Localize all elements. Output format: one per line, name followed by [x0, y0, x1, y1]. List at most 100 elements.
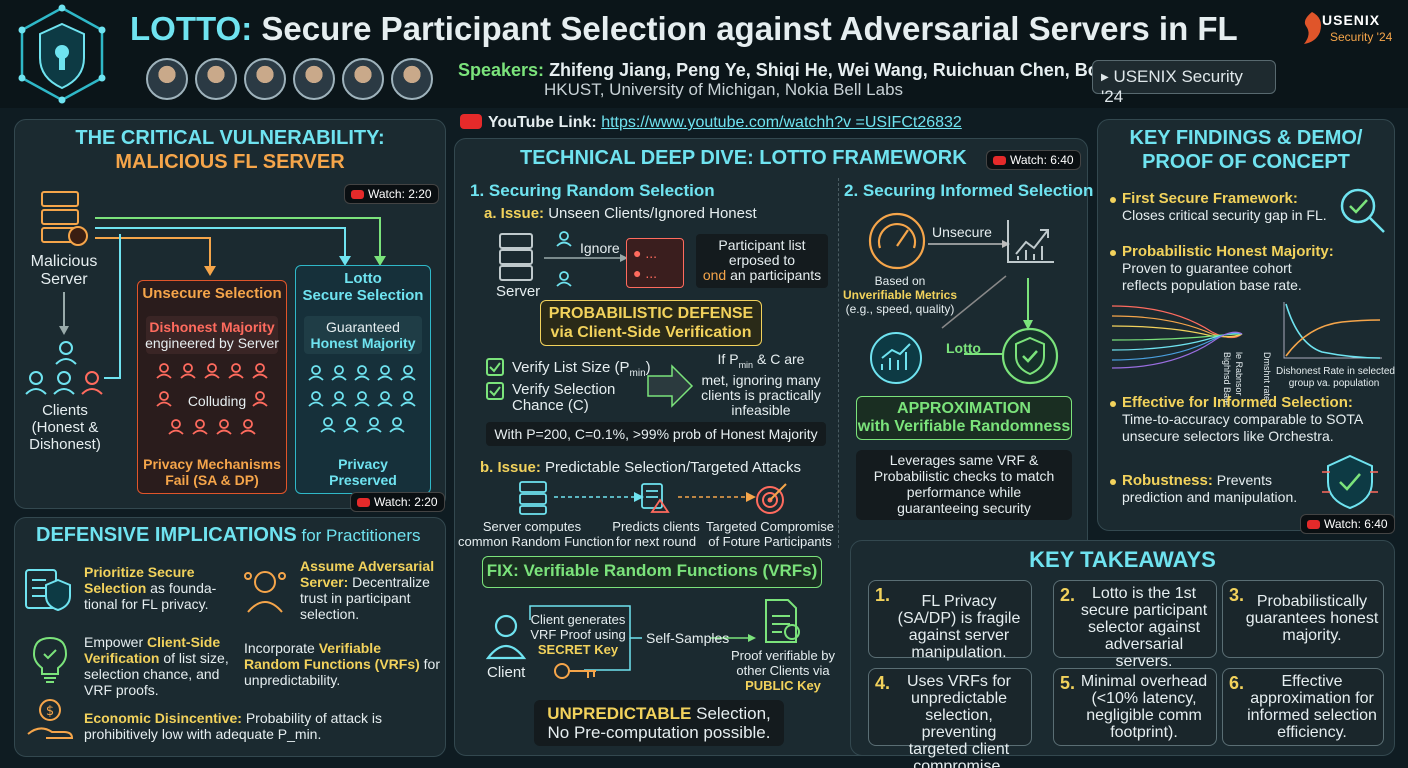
- clients-icon: [25, 341, 103, 395]
- avatar: [195, 58, 237, 100]
- unpredictable-text: UNPREDICTABLE Selection, No Pre-computat…: [547, 704, 771, 742]
- honest-clients-icon: [308, 365, 416, 433]
- predict-icon: [641, 483, 670, 513]
- vrf-flow-arrows: [529, 605, 756, 671]
- ignore-flow-icon: [544, 231, 628, 287]
- avatar: [293, 58, 335, 100]
- arrow-right-icon: [647, 364, 694, 408]
- defensive-panel: [14, 517, 446, 757]
- findings-title: KEY FINDINGS & DEMO/PROOF OF CONCEPT: [1129, 127, 1363, 173]
- takeaways-title: KEY TAKEAWAYS: [1029, 547, 1216, 572]
- server-icon: [499, 233, 533, 281]
- server-icon: [41, 191, 88, 246]
- implication-1: Prioritize Secure Selection as founda- t…: [84, 564, 217, 612]
- finding-1: First Secure Framework:Closes critical s…: [1110, 190, 1327, 223]
- chart-circle-icon: [870, 332, 922, 384]
- venue-button[interactable]: ▶ USENIX Security '24: [1092, 60, 1276, 106]
- checkbox-icon: [486, 382, 504, 400]
- svg-text:$: $: [46, 704, 54, 719]
- gauge-icon: [868, 212, 926, 270]
- verify-list-size: Verify List Size (Pmin): [512, 359, 651, 379]
- speakers: Speakers: Zhifeng Jiang, Peng Ye, Shiqi …: [458, 60, 1120, 80]
- section-1-heading: 1. Securing Random Selection: [470, 181, 715, 200]
- youtube-icon: [460, 114, 482, 129]
- leverages-box: [856, 450, 1072, 520]
- honest-majority-badge: [304, 316, 422, 354]
- takeaway-card: 1.FL Privacy (SA/DP) is fragile against …: [868, 580, 1032, 661]
- convergence-chart: [1112, 302, 1382, 369]
- fix-vrf-box: [482, 556, 822, 588]
- deep-dive-title: TECHNICAL DEEP DIVE: LOTTO FRAMEWORK: [520, 147, 967, 169]
- client-icon: [485, 614, 527, 660]
- target-icon: [756, 483, 787, 514]
- implication-5: Economic Disincentive: Probability of at…: [84, 710, 382, 742]
- ignore-label: Ignore: [580, 240, 620, 256]
- fix-vrf-text: FIX: Verifiable Random Functions (VRFs): [486, 561, 818, 580]
- magnifier-check-icon: [1340, 188, 1385, 233]
- server-label: Server: [496, 283, 541, 300]
- usenix-logo-bottom: Security '24: [1330, 30, 1393, 44]
- finding-3: Effective for Informed Selection:Time-to…: [1109, 394, 1364, 444]
- probability-box: [486, 422, 826, 446]
- chart-growth-icon: [1007, 220, 1054, 263]
- takeaway-card: 4.Uses VRFs for unpredictable selection,…: [868, 668, 1032, 768]
- avatar: [146, 58, 188, 100]
- implication-3: Empower Client-Side Verification of list…: [84, 634, 229, 698]
- hacker-icon: [244, 571, 286, 613]
- client-label: Client: [487, 664, 526, 681]
- leverages-text: Leverages same VRF &Probabilistic checks…: [873, 452, 1055, 516]
- verified-document-icon: [765, 599, 800, 643]
- finding-2: Probabilistic Honest Majority:Proven to …: [1110, 243, 1334, 293]
- usenix-logo-top: USENIX: [1322, 12, 1381, 28]
- unsecure-selection-title: Unsecure Selection: [142, 285, 282, 302]
- participant-list-box: [696, 234, 828, 288]
- page-title: LOTTO: Secure Participant Selection agai…: [130, 10, 1238, 47]
- chart-y-label-2: le Rabnsor: [1234, 352, 1244, 396]
- youtube-url-link[interactable]: https://www.youtube.com/watchh?v =USIFCt…: [601, 114, 962, 131]
- implication-4: Incorporate Verifiable Random Functions …: [244, 640, 441, 688]
- takeaway-card: 6.Effective approximation for informed s…: [1222, 668, 1384, 746]
- watch-button[interactable]: Watch: 6:40: [986, 150, 1081, 170]
- unpredictable-box: [534, 700, 784, 746]
- colluding-clients-icon: [156, 363, 268, 435]
- takeaway-card: 3.Probabilistically guarantees honest ma…: [1222, 580, 1384, 658]
- takeaway-card: 2.Lotto is the 1st secure participant se…: [1053, 580, 1217, 670]
- money-hand-icon: $: [27, 699, 74, 739]
- self-samples-label: Self-Samples: [646, 630, 730, 646]
- play-icon: ▶: [1101, 72, 1109, 83]
- watch-button[interactable]: Watch: 2:20: [350, 492, 445, 512]
- avatar: [342, 58, 384, 100]
- issue-a: a. Issue: Unseen Clients/Ignored Honest: [484, 205, 757, 222]
- probability-text: With P=200, C=0.1%, >99% prob of Honest …: [494, 426, 818, 442]
- lotto-selection-box: [295, 265, 431, 494]
- watch-button[interactable]: Watch: 6:40: [1300, 514, 1395, 534]
- lightbulb-shield-icon: [32, 636, 68, 683]
- clients-label: Clients(Honest &Dishonest): [29, 402, 101, 453]
- server-icon: [519, 481, 547, 515]
- colluding-label: Colluding: [187, 393, 247, 409]
- defensive-title: DEFENSIVE IMPLICATIONS for Practitioners: [36, 524, 421, 546]
- vulnerability-title: THE CRITICAL VULNERABILITY:MALICIOUS FL …: [75, 127, 385, 173]
- watch-button[interactable]: Watch: 2:20: [344, 184, 439, 204]
- finding-4: Robustness: Prevents prediction and mani…: [1109, 472, 1298, 505]
- approximation-box: [856, 396, 1072, 440]
- unsecure-selection-box: [137, 280, 287, 494]
- section-2-heading: 2. Securing Informed Selection: [844, 181, 1094, 200]
- section-divider: [838, 178, 839, 548]
- affiliations: HKUST, University of Michigan, Nokia Bel…: [544, 80, 904, 99]
